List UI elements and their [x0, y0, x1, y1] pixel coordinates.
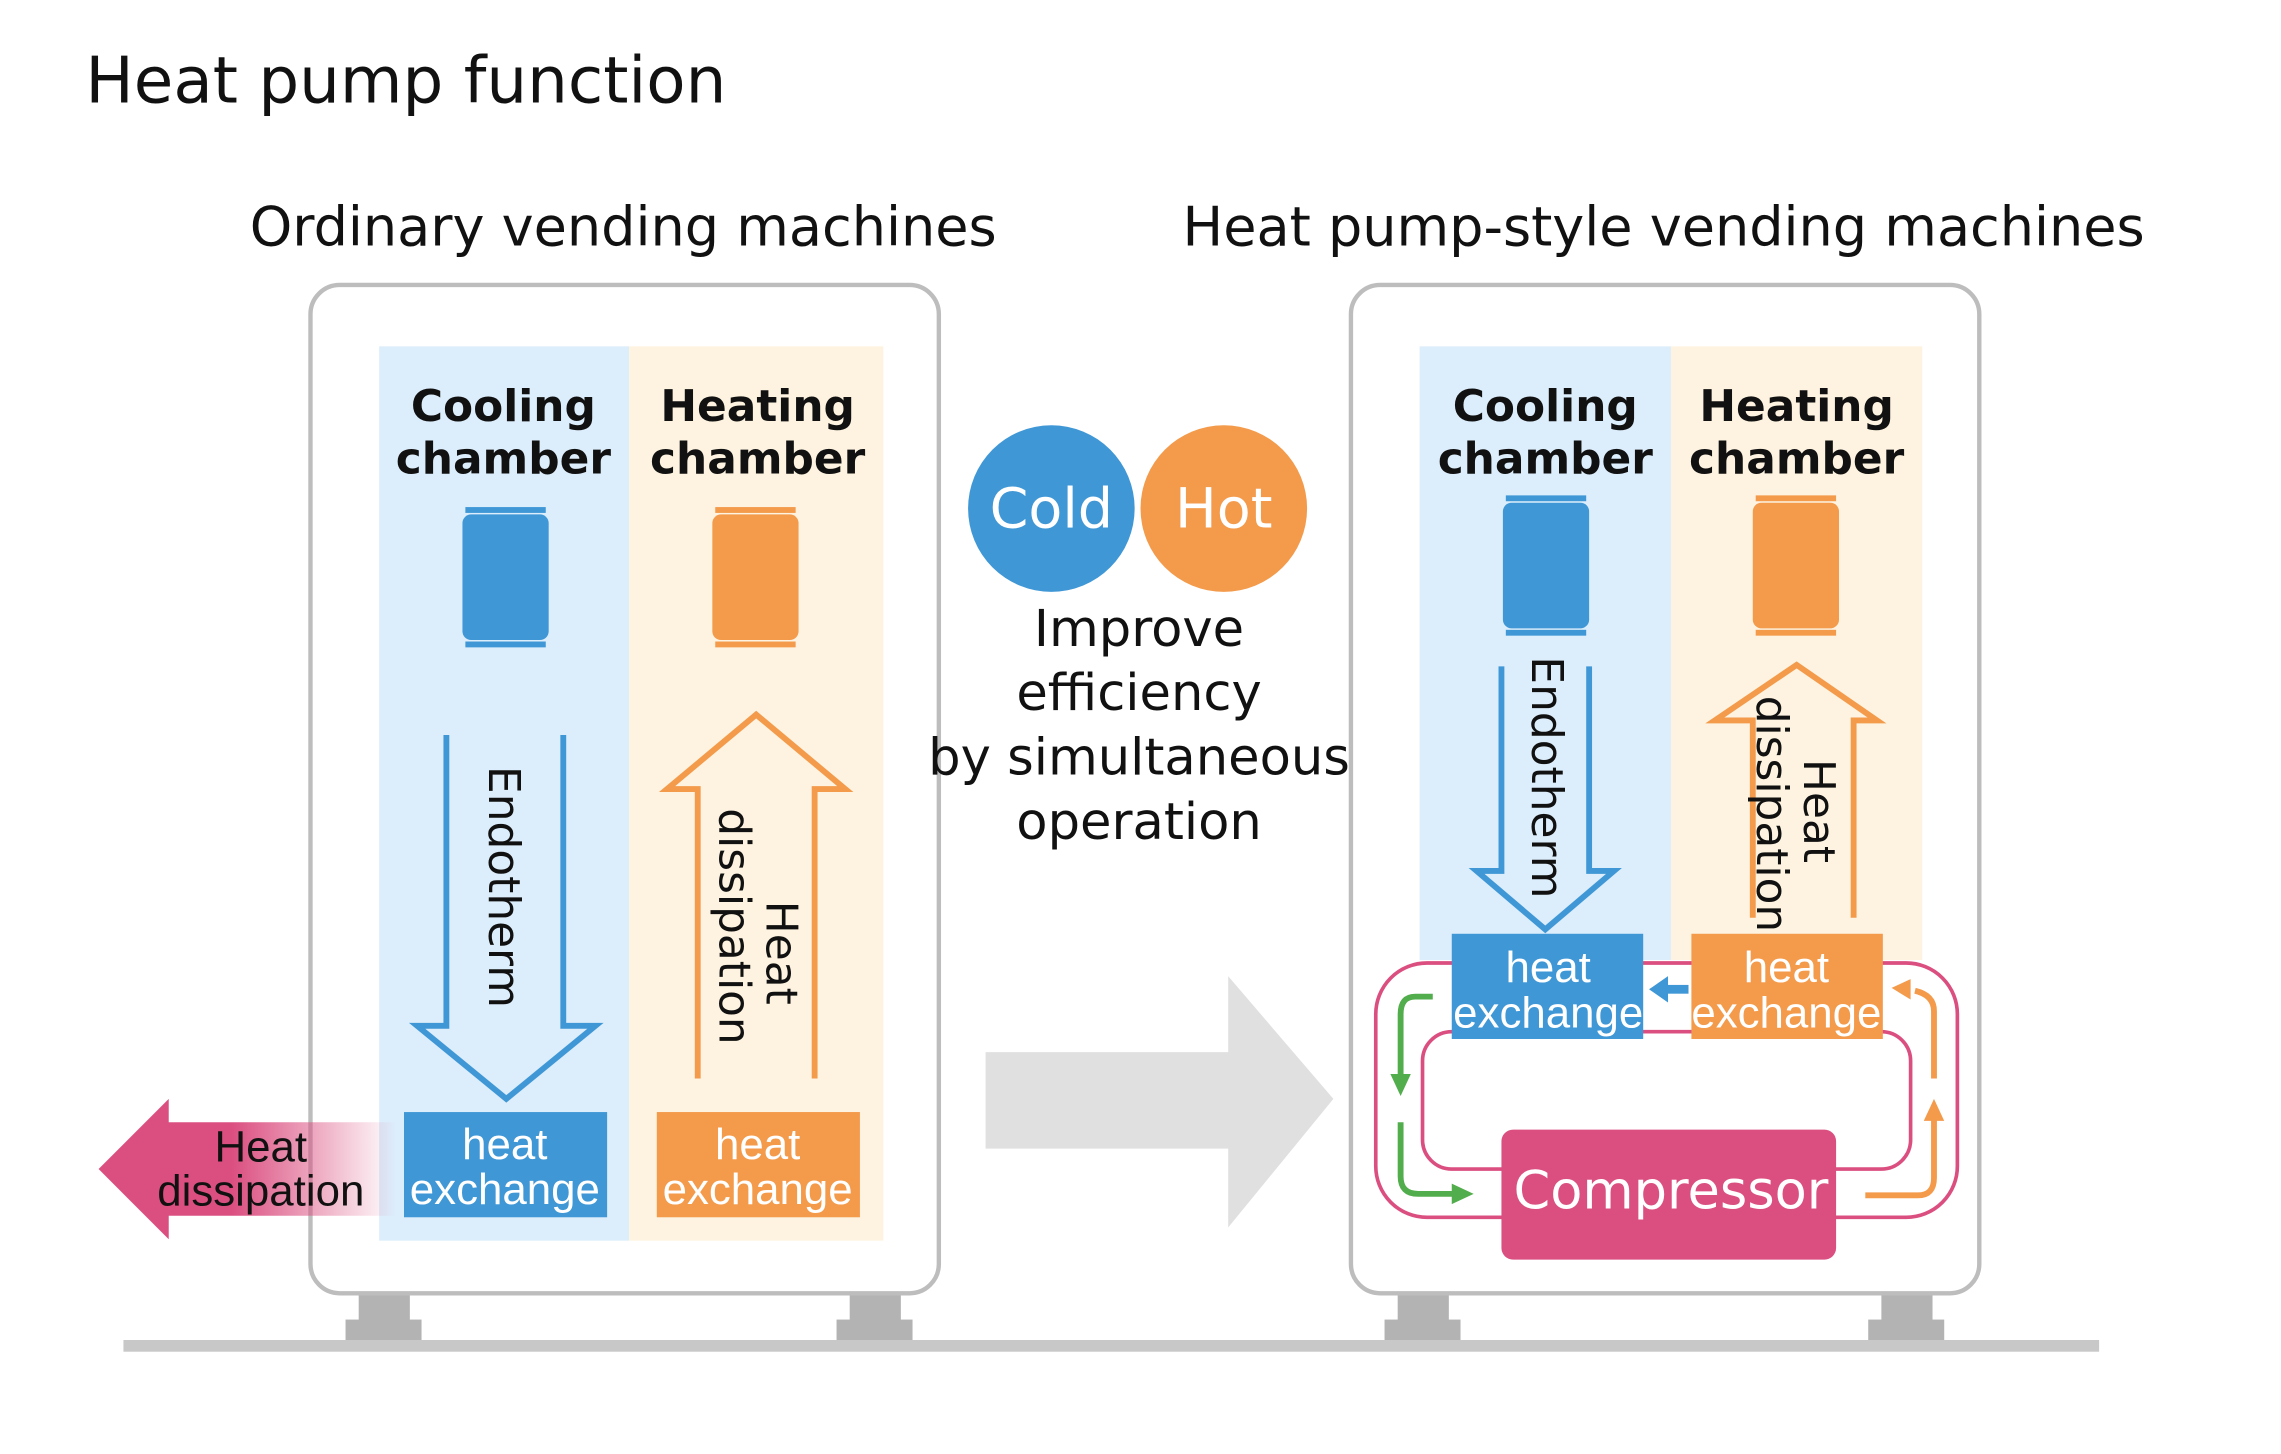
cold-can-icon	[462, 507, 549, 648]
heat-exchange-heat	[656, 1112, 860, 1218]
right-subtitle: Heat pump-style vending machines	[1183, 195, 2145, 258]
efficiency-text: Improve	[1034, 600, 1244, 659]
hx-label: exchange	[1691, 988, 1881, 1037]
orange-flow-arrows	[1865, 979, 1945, 1199]
left-subtitle: Ordinary vending machines	[250, 195, 997, 258]
cooling-label: chamber	[396, 433, 612, 484]
cold-can-icon	[1502, 495, 1590, 636]
heat-dissipation-label: Heat	[1793, 759, 1844, 863]
cold-label: Cold	[990, 477, 1113, 542]
hx-label: heat	[462, 1120, 547, 1169]
efficiency-text: operation	[1016, 793, 1261, 852]
cooling-label: Cooling	[411, 381, 596, 432]
outside-heat-label: dissipation	[157, 1167, 364, 1216]
hx-label: exchange	[663, 1165, 853, 1214]
hx-label: exchange	[410, 1165, 600, 1214]
hx-label: heat	[1506, 943, 1591, 992]
efficiency-text: efficiency	[1016, 664, 1261, 723]
heat-exchange-cool	[404, 1112, 608, 1218]
heating-label: chamber	[1689, 433, 1905, 484]
transition-arrow	[985, 976, 1334, 1228]
foot-base	[345, 1319, 422, 1341]
hot-can-icon	[712, 507, 799, 648]
hot-circle	[1140, 425, 1308, 592]
endotherm-label: Endotherm	[478, 766, 529, 1008]
hot-can-icon	[1752, 495, 1840, 636]
outside-heat-arrow	[98, 1098, 396, 1240]
green-flow-arrows	[1390, 993, 1474, 1205]
cooling-label: chamber	[1438, 433, 1654, 484]
heating-chamber	[1670, 346, 1923, 961]
middle-section: Cold Hot Improve efficiency by simultane…	[928, 425, 1350, 1228]
heat-dissipation-label: Heat	[755, 901, 806, 1005]
ground-line	[123, 1340, 2100, 1352]
heating-label: chamber	[650, 433, 866, 484]
hx-label: heat	[1744, 943, 1829, 992]
cooling-chamber	[379, 346, 630, 1241]
foot-base	[836, 1319, 913, 1341]
cooling-chamber	[1419, 346, 1671, 961]
cold-circle	[968, 425, 1135, 592]
hot-label: Hot	[1175, 477, 1272, 542]
heat-dissipation-arrow	[1705, 661, 1887, 918]
endotherm-arrow	[1468, 666, 1622, 934]
heat-exchange-cool	[1451, 933, 1644, 1039]
foot-base	[1384, 1319, 1461, 1341]
outside-heat-label: Heat	[214, 1123, 307, 1172]
heat-dissipation-label: dissipation	[709, 808, 760, 1044]
page-title: Heat pump function	[85, 43, 726, 118]
heat-dissipation-label: dissipation	[1746, 696, 1797, 932]
efficiency-text: by simultaneous	[928, 728, 1350, 787]
heating-chamber	[629, 346, 884, 1241]
hx-label: heat	[715, 1120, 800, 1169]
endotherm-label: Endotherm	[1521, 656, 1572, 898]
endotherm-arrow	[408, 735, 604, 1103]
heating-label: Heating	[1699, 381, 1894, 432]
heat-exchange-heat	[1691, 933, 1883, 1039]
ordinary-machine: Ordinary vending machines Cooling chambe…	[98, 195, 997, 1341]
heat-dissipation-arrow	[658, 710, 854, 1079]
heat-transfer-arrow-icon	[1649, 976, 1689, 1003]
hx-label: exchange	[1453, 988, 1643, 1037]
cooling-label: Cooling	[1453, 381, 1638, 432]
heat-pump-machine: Heat pump-style vending machines Cooling…	[1183, 195, 2145, 1341]
heating-label: Heating	[660, 381, 855, 432]
foot-base	[1868, 1319, 1945, 1341]
compressor	[1501, 1129, 1837, 1260]
compressor-label: Compressor	[1513, 1161, 1828, 1222]
